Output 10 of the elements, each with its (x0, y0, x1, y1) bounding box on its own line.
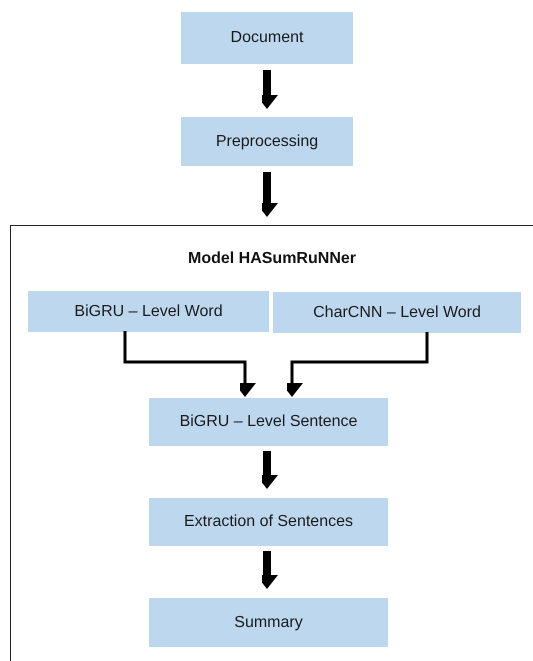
frame-title: Model HASumRuNNer (186, 250, 357, 268)
process-box: Summary (149, 598, 388, 647)
model-frame (10, 225, 533, 661)
process-box: Document (181, 12, 353, 64)
process-box: BiGRU – Level Word (28, 291, 269, 332)
process-box: Preprocessing (181, 117, 353, 166)
process-box: CharCNN – Level Word (273, 292, 521, 333)
process-box: BiGRU – Level Sentence (149, 398, 388, 446)
process-box: Extraction of Sentences (149, 498, 388, 546)
arrow (124, 331, 256, 397)
